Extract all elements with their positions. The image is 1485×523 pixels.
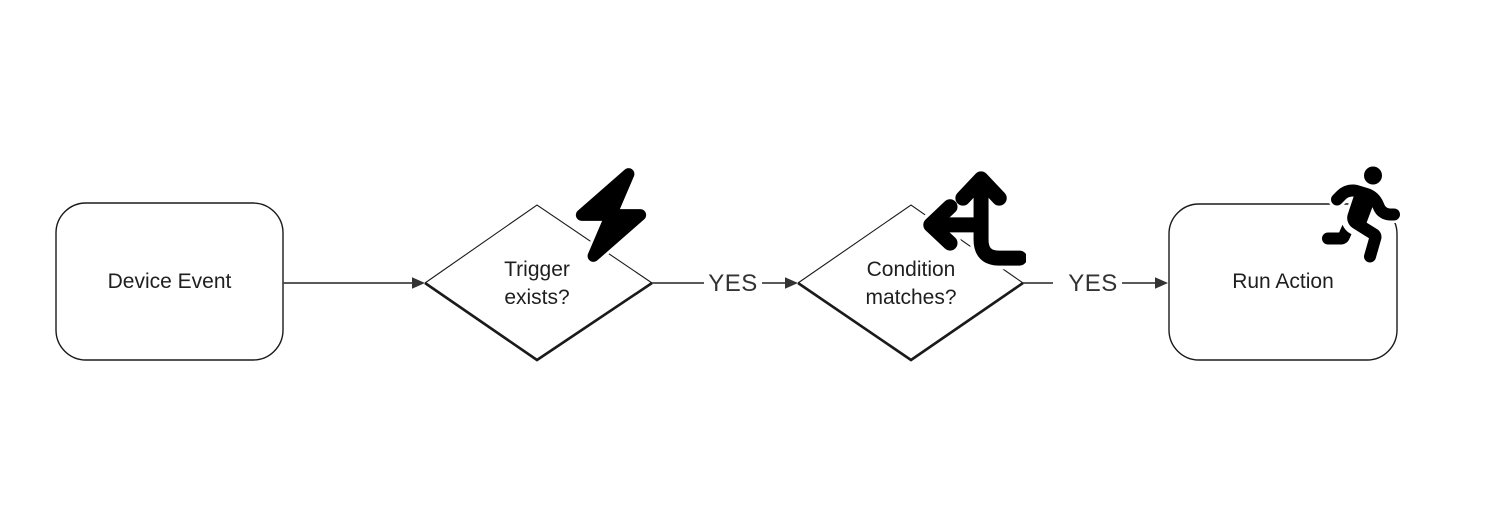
arrows-split-up-left-icon <box>919 167 1026 270</box>
arrowhead-icon <box>1155 277 1168 289</box>
person-running-icon <box>1322 165 1403 264</box>
edge-label-yes-2: YES <box>1066 270 1120 298</box>
node-run-action-label: Run Action <box>1232 270 1334 293</box>
node-trigger-exists-label: Trigger exists? <box>504 258 570 309</box>
lightning-bolt-icon <box>573 166 649 264</box>
node-device-event-shape <box>55 202 284 361</box>
edge-trigger-to-condition <box>652 277 798 289</box>
node-condition-matches-label: Condition matches? <box>865 258 957 309</box>
edge-condition-to-run-action <box>1023 277 1168 289</box>
node-device-event-label: Device Event <box>107 269 232 293</box>
arrowhead-icon <box>412 277 425 289</box>
edge-device-event-to-trigger <box>283 277 425 289</box>
edge-label-yes-1: YES <box>706 270 760 298</box>
arrowhead-icon <box>785 277 798 289</box>
node-trigger-exists-shape <box>424 204 653 362</box>
